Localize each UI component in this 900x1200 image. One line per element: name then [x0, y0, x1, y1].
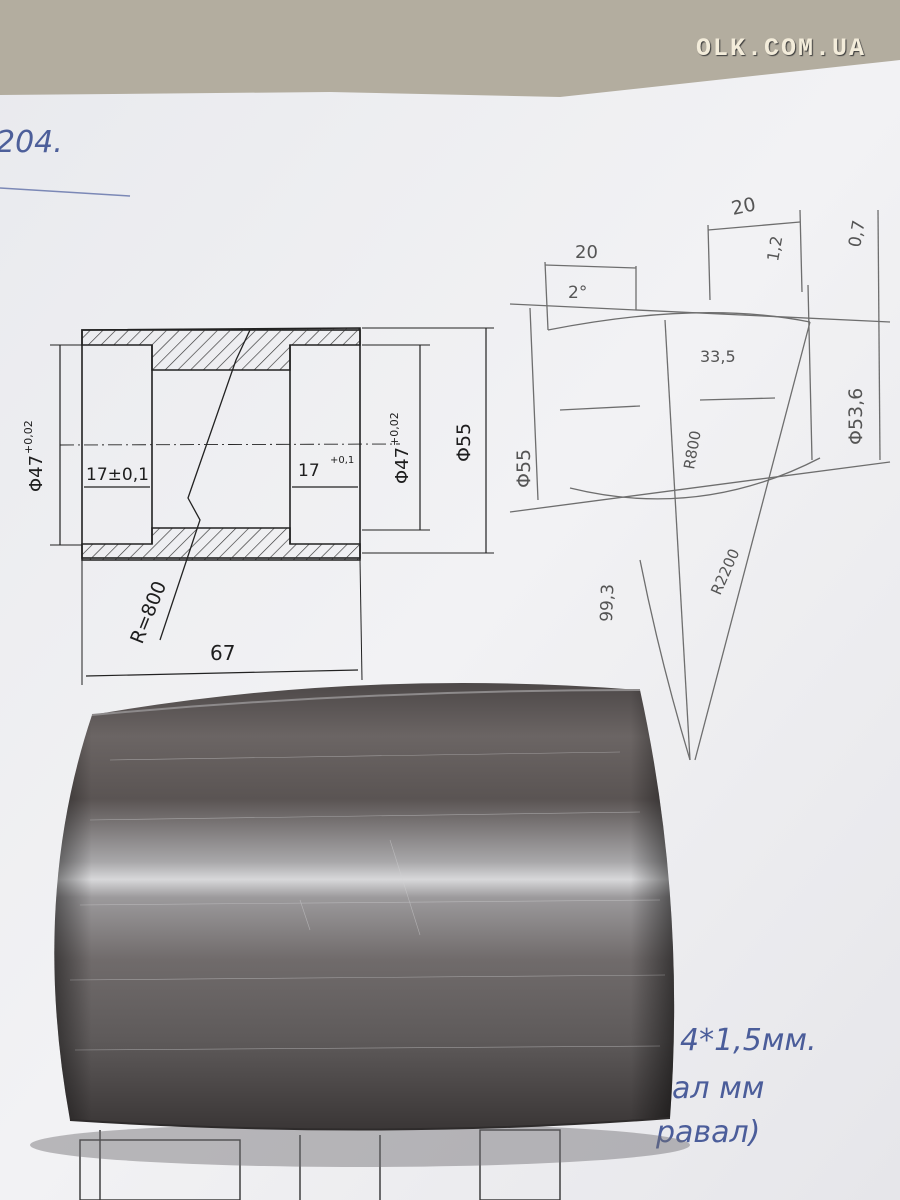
pencil-sketch: [509, 209, 891, 761]
sketch-label-335: 33,5: [700, 347, 736, 366]
label-right-bore-tolerance: +0,1: [330, 455, 354, 466]
steel-bushing: [54, 682, 675, 1131]
sketch-label-20-left: 20: [575, 242, 598, 263]
bushing-drawing: [50, 327, 494, 685]
label-right-tolerance: +0,02: [388, 412, 401, 446]
sketch-label-angle: 2°: [568, 283, 587, 303]
label-outer-diameter: Φ55: [453, 423, 475, 462]
sketch-label-993: 99,3: [597, 584, 618, 623]
dim-total-length: [85, 669, 359, 677]
label-right-bore-length: 17: [298, 461, 320, 481]
sketch-bottom-arc: [569, 457, 821, 500]
radius-leader: [159, 329, 251, 641]
sketch-label-diameter-536: Φ53,6: [845, 388, 867, 445]
label-total-length: 67: [210, 641, 235, 665]
sketch-base-line: [509, 461, 891, 513]
top-note: 204.: [0, 125, 63, 160]
sketch-crown-arc: [547, 312, 811, 331]
sketch-r800-line: [664, 319, 691, 761]
label-left-tolerance: +0,02: [22, 420, 35, 454]
label-right-diameter: Φ47: [392, 447, 413, 484]
sketch-left-edge: [529, 307, 539, 501]
bottom-note-line3: равал): [655, 1115, 760, 1150]
watermark: OLK.COM.UA: [695, 34, 866, 63]
sketch-label-07: 0,7: [845, 219, 869, 249]
sketch-label-12: 1,2: [763, 234, 786, 262]
bottom-note-line2: ал мм: [672, 1071, 764, 1106]
part-shadow: [30, 1123, 690, 1167]
top-note-underline: [0, 187, 131, 197]
label-left-diameter: Φ47: [26, 455, 47, 492]
label-left-bore-length: 17±0,1: [86, 465, 149, 485]
bottom-note-line1: 4*1,5мм.: [680, 1023, 817, 1058]
sketch-label-20-right: 20: [729, 193, 757, 220]
sketch-right-edge: [807, 284, 813, 461]
lower-drawing-fragment: [79, 1129, 561, 1200]
sketch-dim-right: [877, 209, 881, 461]
sketch-label-diameter-55: Φ55: [513, 449, 535, 488]
sketch-r2200-line: [694, 321, 811, 761]
bottom-note: 4*1,5мм. ал мм равал): [655, 1023, 817, 1150]
center-line: [59, 443, 401, 446]
